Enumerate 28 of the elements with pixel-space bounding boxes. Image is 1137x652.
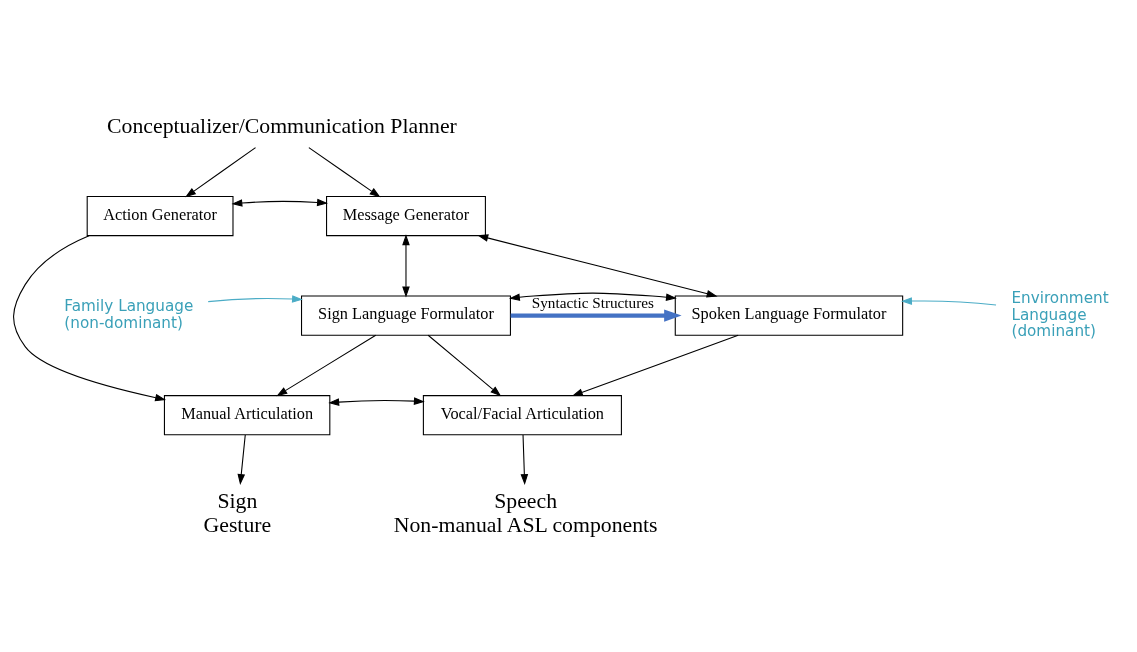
arrow xyxy=(571,334,739,396)
arrow xyxy=(237,433,246,485)
arrow xyxy=(477,233,718,297)
node-text: Family Language (non-dominant) xyxy=(64,296,194,332)
arrow xyxy=(276,334,377,396)
arrow xyxy=(402,233,410,297)
node-text: Speech Non-manual ASL components xyxy=(393,488,658,537)
node-text: Environment Language (dominant) xyxy=(1011,288,1109,340)
node-box: Sign Language Formulator xyxy=(301,295,511,336)
arrow xyxy=(231,198,328,207)
node-box: Vocal/Facial Articulation xyxy=(422,394,622,435)
node-box: Spoken Language Formulator xyxy=(674,295,904,336)
arrow xyxy=(508,292,677,301)
arrow xyxy=(13,234,167,401)
arrow xyxy=(308,146,381,197)
arrow xyxy=(901,296,997,306)
node-box: Action Generator xyxy=(86,195,234,236)
node-box: Message Generator xyxy=(326,195,486,236)
arrow xyxy=(520,433,529,485)
arrow xyxy=(510,309,682,322)
edge-label: Syntactic Structures xyxy=(531,293,654,311)
node-text: Conceptualizer/Communication Planner xyxy=(107,113,457,138)
node-text: Sign Gesture xyxy=(203,488,272,537)
arrow xyxy=(185,146,257,197)
arrow xyxy=(328,396,425,406)
node-box: Manual Articulation xyxy=(163,394,331,435)
arrow xyxy=(427,334,502,396)
arrow xyxy=(207,294,303,303)
